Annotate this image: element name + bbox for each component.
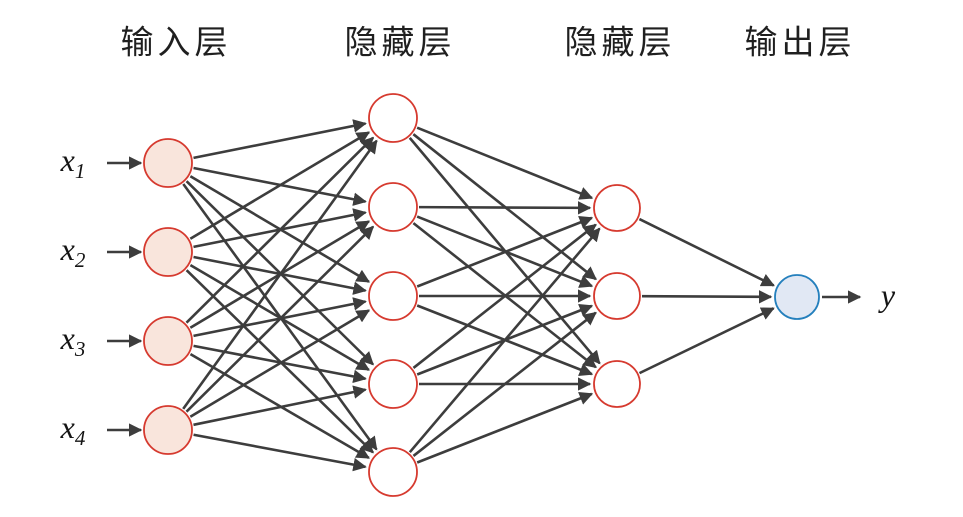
hidden1-node-5 <box>368 447 418 497</box>
hidden1-node-4 <box>368 359 418 409</box>
input-label-x1: x1 <box>61 144 86 182</box>
hidden2-node-1 <box>593 184 641 232</box>
input-label-x2-base: x <box>60 230 75 267</box>
input-node-4 <box>143 405 193 455</box>
output-node-1 <box>774 274 820 320</box>
edge <box>408 227 601 454</box>
hidden2-node-3 <box>593 360 641 408</box>
output-label-y: y <box>881 279 895 311</box>
edge <box>418 201 592 215</box>
hidden1-node-3 <box>368 271 418 321</box>
edge <box>638 307 775 375</box>
layer-title-output: 输出层 <box>744 25 856 62</box>
edge <box>638 217 775 287</box>
edge <box>641 290 773 304</box>
edge <box>416 126 594 200</box>
input-node-1 <box>143 138 193 188</box>
input-label-x2: x2 <box>61 233 86 271</box>
input-label-x3: x3 <box>61 322 86 360</box>
input-label-x3-sub: 3 <box>74 337 86 362</box>
edge <box>416 392 594 464</box>
hidden1-node-2 <box>368 182 418 232</box>
hidden1-node-1 <box>368 93 418 143</box>
hidden2-node-2 <box>593 272 641 320</box>
edge <box>193 385 367 427</box>
input-node-2 <box>143 227 193 277</box>
input-label-x1-base: x <box>60 141 75 178</box>
input-label-x1-sub: 1 <box>74 159 86 184</box>
edge <box>182 139 378 410</box>
edge <box>185 225 375 413</box>
input-label-x3-base: x <box>60 319 75 356</box>
edge <box>189 309 371 418</box>
layer-title-input: 输入层 <box>120 25 232 62</box>
edge <box>189 131 371 240</box>
edge <box>412 311 597 457</box>
edge <box>416 216 594 288</box>
edge <box>193 119 367 160</box>
input-label-x4-sub: 4 <box>74 426 86 451</box>
input-label-x4-base: x <box>60 408 75 445</box>
output-label-y-base: y <box>880 277 896 313</box>
edge <box>412 223 597 369</box>
layer-title-hidden2: 隐藏层 <box>564 25 676 62</box>
input-node-3 <box>143 316 193 366</box>
edge <box>193 433 367 472</box>
edge <box>185 136 375 324</box>
input-label-x4: x4 <box>61 411 86 449</box>
input-label-x2-sub: 2 <box>74 248 86 273</box>
layer-title-hidden1: 隐藏层 <box>344 25 456 62</box>
